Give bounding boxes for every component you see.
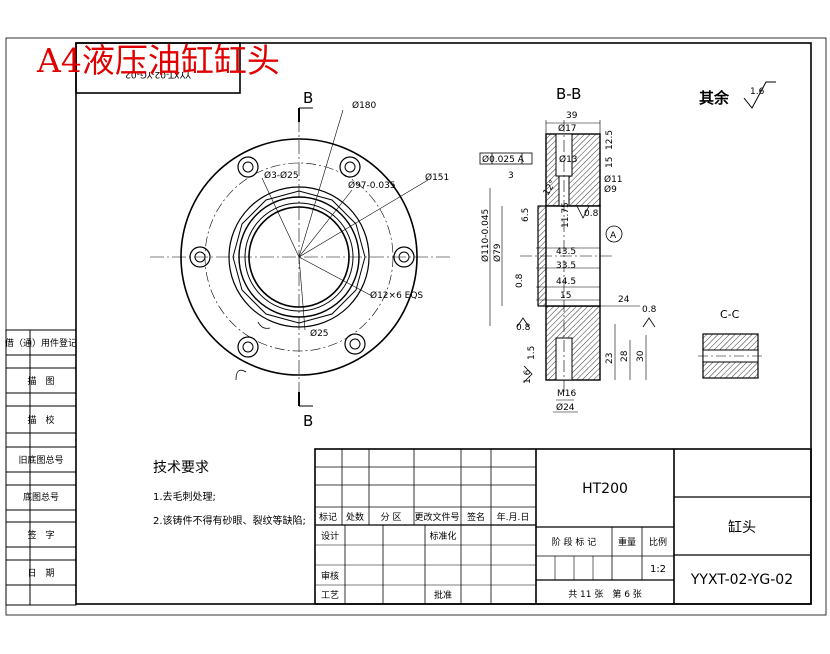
strip-6: 日 期 [27,568,54,579]
dim-ra08d: 0.8 [515,273,525,288]
section-cc-view [698,333,764,379]
strip-1: 描 图 [27,375,54,387]
tb-part-name: 缸头 [728,519,756,536]
tech-line2: 2.该铸件不得有砂眼、裂纹等缺陷; [153,514,306,527]
strip-5: 签 字 [27,529,54,541]
dim-d13: Ø13 [559,154,578,165]
tb-drawing-no: YYXT-02-YG-02 [690,572,793,588]
dim-24: 24 [618,295,630,305]
dim-ra08c: 0.8 [516,323,531,333]
dim-holes4: Ø3-Ø25 [264,170,299,181]
strip-3: 旧底图总号 [18,454,63,466]
dim-33-5: 33.5 [556,261,576,271]
dim-ra08b: 0.8 [642,305,657,315]
dim-28: 28 [620,350,630,362]
tb-approve: 批准 [434,589,452,601]
tb-design: 设计 [321,530,339,542]
code-box [75,42,241,94]
dim-44-5: 44.5 [556,277,576,287]
section-cc-title: C-C [720,308,740,321]
tb-rev-0: 标记 [319,511,337,523]
roughness-note: 其余 [699,89,730,107]
dim-ra08a: 0.8 [584,209,599,219]
tb-sheets: 共 11 张 第 6 张 [568,588,642,600]
tb-rev-4: 签名 [467,511,485,523]
dim-ra16: 1.6 [523,369,533,384]
roughness-value: 1.6 [750,87,765,97]
strip-2: 描 校 [27,414,54,426]
tb-rev-3: 更改文件号 [414,511,459,523]
code-rotated: YYXT-02-YG-02 [125,69,192,79]
dim-15a: 15 [605,157,615,168]
dim-1-5: 1.5 [527,346,537,360]
tb-rev-1: 处数 [346,511,364,523]
dim-d24: Ø24 [556,402,575,413]
roughness-symbol [743,81,776,109]
tech-title: 技术要求 [153,460,209,476]
dim-11-75: 11.75 [561,202,571,228]
dim-d9: Ø9 [604,184,617,195]
sheet-border [5,37,827,616]
tb-weight: 重量 [618,536,636,548]
section-bb-view [479,120,656,413]
tb-ratio: 比例 [649,536,667,548]
dim-w39: 39 [566,111,578,121]
dim-holes6: Ø12×6 EQS [370,290,423,301]
drawing-title: A4液压油缸缸头 [36,41,280,80]
datum-a: A [610,231,617,241]
title-block [314,448,812,605]
strip-4: 底图总号 [23,491,59,503]
dim-3: 3 [508,171,514,181]
tech-line1: 1.去毛刺处理; [153,491,216,503]
tb-process: 工艺 [321,590,339,601]
tb-scale: 1:2 [650,564,666,575]
dim-d97: Ø97-0.035 [348,180,396,191]
strip-0: 借（通）用件登记 [5,337,77,349]
dim-m16: M16 [557,389,576,399]
dim-d180: Ø180 [352,100,377,111]
tb-stage-mark: 阶 段 标 记 [552,536,597,548]
dim-12-5: 12.5 [605,130,615,150]
dim-30: 30 [636,350,646,362]
dim-43-5: 43.5 [556,247,576,257]
dim-23: 23 [605,353,615,364]
cut-label-top: B [303,89,313,107]
section-bb-title: B-B [556,85,581,103]
dim-d17: Ø17 [558,123,577,134]
tb-review: 审核 [321,570,339,582]
left-strip [5,329,77,606]
cut-label-bottom: B [303,412,313,430]
tb-standard: 标准化 [429,530,456,542]
dim-d11: Ø11 [604,174,623,185]
tb-rev-2: 分 区 [381,512,402,523]
dim-gdt: Ø0.025 A [482,154,525,165]
dim-15b: 15 [560,291,571,301]
dim-d110: Ø110-0.045 [480,209,491,262]
tb-material: HT200 [582,481,628,497]
dim-6-5: 6.5 [521,208,531,222]
dim-d79: Ø79 [492,243,503,262]
front-view [150,107,450,407]
dim-d151: Ø151 [425,172,449,183]
tb-rev-5: 年.月.日 [497,511,530,523]
dim-d25: Ø25 [310,328,329,339]
